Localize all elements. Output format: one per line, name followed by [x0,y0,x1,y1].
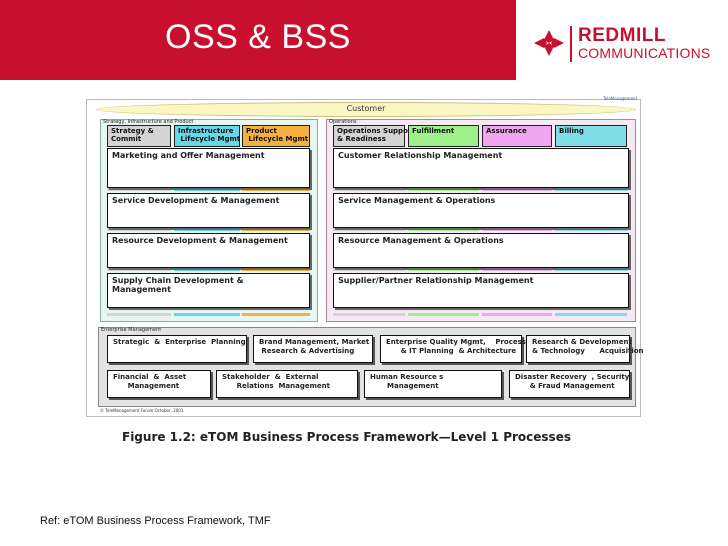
operations-column-stripe [555,268,627,271]
strategy-column-stripe [242,188,310,191]
operations-column-stripe [555,228,627,231]
operations-column-header: Assurance [482,125,552,147]
strategy-column-stripe [107,268,171,271]
strategy-panel-label: Strategy, Infrastructure and Product [103,119,194,125]
strategy-column-header: Product Lifecycle Mgmt [242,125,310,147]
operations-column-stripe [482,268,552,271]
operations-column-stripe [555,188,627,191]
operations-column-stripe [555,313,627,316]
figure-copyright: © TeleManagement Forum October, 2001 [100,408,184,413]
slide-title: OSS & BSS [165,18,351,56]
strategy-column-stripe [107,188,171,191]
strategy-column-stripe [242,268,310,271]
strategy-process-row: Marketing and Offer Management [107,148,310,188]
customer-bar [96,102,636,117]
strategy-column-header: Infrastructure Lifecycle Mgmt [174,125,240,147]
logo-text-redmill: REDMILL [578,25,666,46]
operations-process-row: Service Management & Operations [333,193,629,228]
operations-column-stripe [408,188,479,191]
operations-column-header: Operations Support & Readiness [333,125,415,147]
operations-column-stripe [408,268,479,271]
tm-forum-logo: TeleManagement [603,96,638,101]
redmill-logo-icon [534,30,564,56]
operations-column-stripe [333,228,405,231]
customer-label: Customer [346,104,386,113]
strategy-column-stripe [174,268,240,271]
operations-column-stripe [408,228,479,231]
operations-process-row: Resource Management & Operations [333,233,629,268]
enterprise-process-box: Research & Development & Technology Acqu… [526,335,644,363]
operations-process-row: Supplier/Partner Relationship Management [333,273,629,308]
strategy-column-stripe [107,313,171,316]
logo-divider [570,26,572,62]
operations-column-stripe [482,188,552,191]
enterprise-process-box: Enterprise Quality Mgmt, Process & IT Pl… [380,335,526,363]
reference-text: Ref: eTOM Business Process Framework, TM… [40,515,271,527]
operations-column-header: Billing [555,125,627,147]
strategy-column-stripe [107,228,171,231]
operations-column-stripe [333,313,405,316]
enterprise-panel-label: Enterprise Management [101,327,162,333]
enterprise-process-box: Stakeholder & External Relations Managem… [216,370,358,398]
enterprise-process-box: Financial & Asset Management [107,370,211,398]
figure-caption: Figure 1.2: eTOM Business Process Framew… [122,430,571,444]
enterprise-process-box: Human Resource s Management [364,370,502,398]
operations-column-stripe [408,313,479,316]
strategy-column-stripe [242,313,310,316]
operations-column-stripe [482,313,552,316]
strategy-column-stripe [174,313,240,316]
logo-text-communications: COMMUNICATIONS [578,45,711,61]
operations-column-stripe [333,268,405,271]
operations-panel-label: Operations [329,119,357,125]
enterprise-process-box: Disaster Recovery , Security & Fraud Man… [509,370,630,398]
operations-column-stripe [333,188,405,191]
enterprise-process-box: Strategic & Enterprise Planning [107,335,247,363]
strategy-column-stripe [174,188,240,191]
strategy-process-row: Service Development & Management [107,193,310,228]
operations-process-row: Customer Relationship Management [333,148,629,188]
strategy-column-header: Strategy & Commit [107,125,171,147]
header-bar [0,0,516,80]
strategy-column-stripe [242,228,310,231]
strategy-process-row: Resource Development & Management [107,233,310,268]
operations-column-stripe [482,228,552,231]
enterprise-process-box: Brand Management, Market Research & Adve… [253,335,373,363]
operations-column-header: Fulfillment [408,125,479,147]
strategy-process-row: Supply Chain Development & Management [107,273,310,308]
strategy-column-stripe [174,228,240,231]
